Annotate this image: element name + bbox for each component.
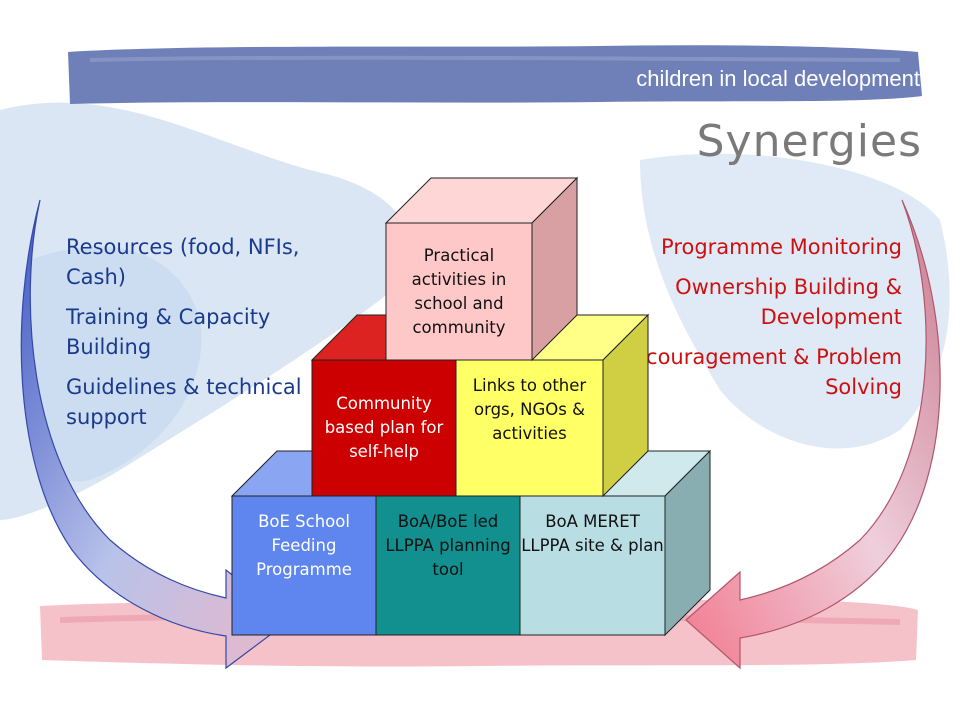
left-list-item: Resources (food, NFIs, Cash) bbox=[66, 235, 300, 289]
block-bottom-mid-label: BoA/BoE led LLPPA planning tool bbox=[385, 512, 511, 579]
block-middle-right-label: Links to other orgs, NGOs & activities bbox=[472, 376, 587, 443]
block-top bbox=[384, 176, 579, 362]
block-middle-left-label: Community based plan for self-help bbox=[324, 394, 444, 461]
header-subtitle: children in local development bbox=[636, 66, 920, 91]
right-list-item: Encouragement & Problem Solving bbox=[619, 345, 902, 399]
blue-wash-right bbox=[640, 153, 950, 449]
block-bottom-mid-front bbox=[375, 495, 521, 636]
block-bottom-left-front bbox=[231, 495, 377, 636]
block-bottom-right-front bbox=[519, 495, 666, 636]
block-middle-right-front bbox=[455, 359, 604, 497]
left-curved-arrow bbox=[20, 199, 291, 670]
block-top-label: Practical activities in school and commu… bbox=[411, 245, 507, 337]
blue-wash-left-inner bbox=[29, 246, 202, 482]
block-top-front bbox=[385, 222, 533, 361]
left-list-item: Guidelines & technical support bbox=[66, 375, 302, 429]
header-band-streak bbox=[89, 55, 901, 62]
right-list: Programme Monitoring Ownership Building … bbox=[602, 232, 902, 412]
block-middle-left-front bbox=[311, 359, 457, 497]
right-list-item: Ownership Building & Development bbox=[675, 275, 902, 329]
block-bottom-right-label: BoA MERET LLPPA site & plan bbox=[521, 512, 664, 555]
block-bottom-left-label: BoE School Feeding Programme bbox=[256, 512, 352, 579]
left-list: Resources (food, NFIs, Cash) Training & … bbox=[66, 232, 346, 442]
right-curved-arrow bbox=[685, 199, 941, 670]
left-list-item: Training & Capacity Building bbox=[66, 305, 271, 359]
right-list-item: Programme Monitoring bbox=[661, 235, 902, 259]
page-title: Synergies bbox=[696, 116, 922, 167]
